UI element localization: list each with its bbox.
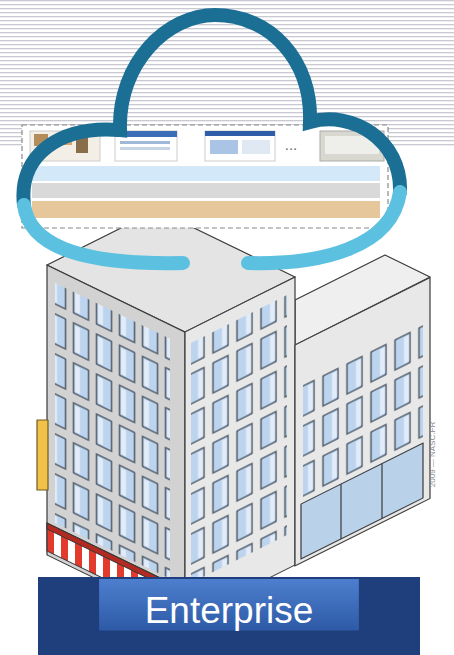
cloud-outline <box>23 15 400 205</box>
watermark: 2009 — NASC.FR <box>428 405 437 505</box>
banner-title: Enterprise <box>145 590 314 632</box>
stack-layers <box>32 166 380 218</box>
cloud-outline <box>248 192 400 263</box>
dashed-frame <box>22 125 388 228</box>
cloud-outline <box>24 205 183 263</box>
ellipsis-mark: ... <box>276 136 306 153</box>
office-building <box>37 210 430 622</box>
title-banner: Enterprise <box>38 577 420 655</box>
